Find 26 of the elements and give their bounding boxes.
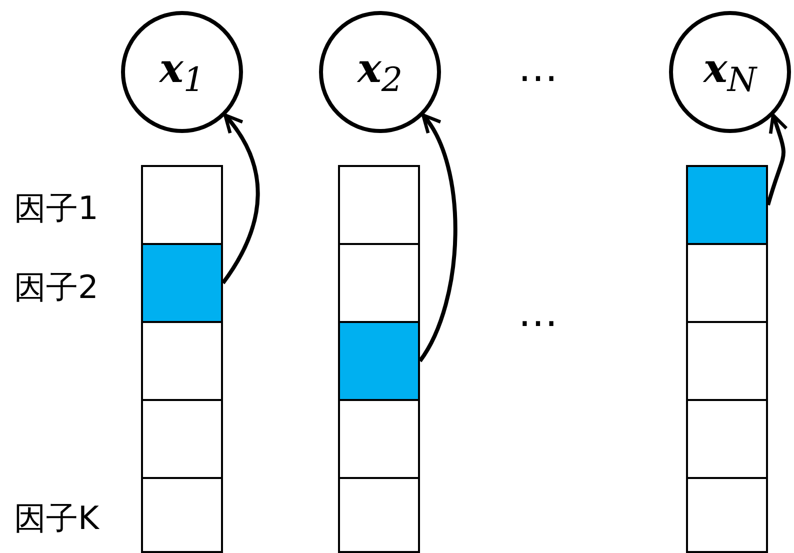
variable-circle: x$_{2}$ bbox=[319, 11, 441, 133]
factor-cell bbox=[686, 399, 768, 479]
factor-cell bbox=[686, 477, 768, 553]
ellipsis: ⋯ bbox=[518, 58, 558, 98]
factor-cell bbox=[338, 165, 420, 245]
row-label: 因子1 bbox=[14, 192, 98, 224]
highlighted-cell bbox=[686, 165, 768, 245]
factor-cell bbox=[141, 165, 223, 245]
factor-cell bbox=[338, 477, 420, 553]
arrow bbox=[766, 113, 788, 206]
arrow bbox=[221, 113, 260, 284]
factor-cell bbox=[686, 321, 768, 401]
factor-cell bbox=[141, 477, 223, 553]
highlighted-cell bbox=[338, 321, 420, 401]
variable-circle: x$_{N}$ bbox=[669, 11, 791, 133]
variable-circle: x$_{1}$ bbox=[121, 11, 243, 133]
factor-cell bbox=[141, 399, 223, 479]
factor-cell bbox=[686, 243, 768, 323]
row-label: 因子2 bbox=[14, 271, 98, 303]
row-label: 因子K bbox=[14, 502, 99, 534]
factor-cell bbox=[141, 321, 223, 401]
ellipsis: ⋯ bbox=[518, 303, 558, 343]
arrow bbox=[418, 113, 458, 362]
highlighted-cell bbox=[141, 243, 223, 323]
factor-cell bbox=[338, 243, 420, 323]
factor-cell bbox=[338, 399, 420, 479]
